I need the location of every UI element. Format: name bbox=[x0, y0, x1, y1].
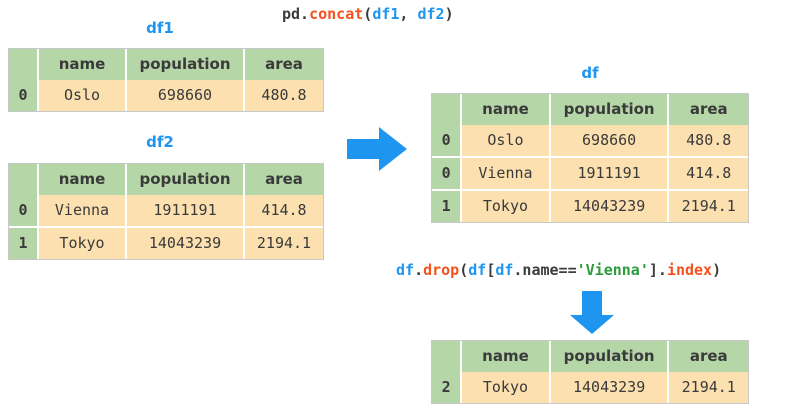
table-row: 0 Oslo 698660 480.8 bbox=[432, 125, 748, 158]
table-caption-df2: df2 bbox=[146, 133, 174, 151]
cell-area: 480.8 bbox=[245, 80, 323, 111]
cell-population: 698660 bbox=[127, 80, 245, 111]
table-caption-df1: df1 bbox=[146, 19, 174, 37]
code-token-var-4: df bbox=[468, 261, 487, 279]
cell-name: Vienna bbox=[39, 195, 127, 228]
code-token-plain-10: . bbox=[657, 261, 667, 279]
code-token-plain-6: ) bbox=[444, 5, 454, 23]
cell-population: 1911191 bbox=[550, 158, 670, 191]
table-header-row: name population area bbox=[432, 341, 748, 372]
column-header-population: population bbox=[127, 49, 245, 80]
table-row: 0 Vienna 1911191 414.8 bbox=[9, 195, 323, 228]
row-index: 0 bbox=[9, 80, 39, 111]
table-row: 0 Oslo 698660 480.8 bbox=[9, 80, 323, 111]
cell-population: 1911191 bbox=[127, 195, 245, 228]
column-header-name: name bbox=[39, 49, 127, 80]
column-header-index bbox=[432, 94, 463, 125]
code-token-plain-3: ( bbox=[459, 261, 469, 279]
table-row: 1 Tokyo 14043239 2194.1 bbox=[9, 228, 323, 259]
column-header-population: population bbox=[127, 164, 245, 195]
cell-area: 2194.1 bbox=[669, 191, 748, 222]
column-header-index bbox=[9, 49, 39, 80]
cell-population: 14043239 bbox=[550, 372, 670, 403]
code-token-plain-4: , bbox=[399, 5, 418, 23]
code-token-str-8: 'Vienna' bbox=[576, 261, 649, 279]
code-token-plain-2: ( bbox=[363, 5, 373, 23]
table-header-row: name population area bbox=[432, 94, 748, 125]
cell-area: 480.8 bbox=[669, 125, 748, 158]
row-index: 0 bbox=[9, 195, 39, 228]
column-header-population: population bbox=[550, 94, 670, 125]
cell-name: Tokyo bbox=[39, 228, 127, 259]
table-df2: name population area 0 Vienna 1911191 41… bbox=[8, 163, 324, 260]
code-token-var-5: df2 bbox=[417, 5, 445, 23]
code-token-var-6: df bbox=[495, 261, 514, 279]
cell-name: Tokyo bbox=[462, 372, 551, 403]
table-header-row: name population area bbox=[9, 49, 323, 80]
row-index: 0 bbox=[432, 158, 463, 191]
column-header-area: area bbox=[669, 94, 748, 125]
table-df1: name population area 0 Oslo 698660 480.8 bbox=[8, 48, 324, 112]
row-index: 1 bbox=[432, 191, 463, 222]
cell-population: 698660 bbox=[550, 125, 670, 158]
cell-name: Vienna bbox=[462, 158, 551, 191]
row-index: 1 bbox=[9, 228, 39, 259]
column-header-area: area bbox=[245, 49, 323, 80]
cell-population: 14043239 bbox=[550, 191, 670, 222]
column-header-population: population bbox=[550, 341, 670, 372]
column-header-area: area bbox=[245, 164, 323, 195]
table-caption-df: df bbox=[581, 64, 599, 82]
row-index: 2 bbox=[432, 372, 463, 403]
code-token-plain-5: [ bbox=[486, 261, 496, 279]
table-result: name population area 2 Tokyo 14043239 21… bbox=[431, 340, 749, 404]
column-header-name: name bbox=[462, 94, 551, 125]
column-header-index bbox=[9, 164, 39, 195]
code-token-plain-1: . bbox=[414, 261, 424, 279]
right-arrow-icon bbox=[347, 125, 409, 177]
code-token-fn-11: index bbox=[666, 261, 713, 279]
code-line-concat: pd.concat(df1, df2) bbox=[282, 5, 454, 23]
cell-name: Tokyo bbox=[462, 191, 551, 222]
code-token-plain-0: pd. bbox=[282, 5, 310, 23]
cell-population: 14043239 bbox=[127, 228, 245, 259]
table-header-row: name population area bbox=[9, 164, 323, 195]
column-header-name: name bbox=[39, 164, 127, 195]
column-header-area: area bbox=[669, 341, 748, 372]
row-index: 0 bbox=[432, 125, 463, 158]
down-arrow-icon bbox=[568, 291, 616, 339]
cell-area: 414.8 bbox=[245, 195, 323, 228]
code-token-var-3: df1 bbox=[372, 5, 400, 23]
code-token-fn-1: concat bbox=[309, 5, 364, 23]
cell-area: 414.8 bbox=[669, 158, 748, 191]
table-row: 2 Tokyo 14043239 2194.1 bbox=[432, 372, 748, 403]
code-token-plain-9: ] bbox=[648, 261, 658, 279]
table-row: 1 Tokyo 14043239 2194.1 bbox=[432, 191, 748, 222]
code-token-var-0: df bbox=[396, 261, 415, 279]
table-row: 0 Vienna 1911191 414.8 bbox=[432, 158, 748, 191]
column-header-name: name bbox=[462, 341, 551, 372]
cell-area: 2194.1 bbox=[245, 228, 323, 259]
cell-name: Oslo bbox=[462, 125, 551, 158]
code-token-fn-2: drop bbox=[423, 261, 460, 279]
code-token-plain-12: ) bbox=[712, 261, 722, 279]
column-header-index bbox=[432, 341, 463, 372]
cell-name: Oslo bbox=[39, 80, 127, 111]
table-df: name population area 0 Oslo 698660 480.8… bbox=[431, 93, 749, 223]
cell-area: 2194.1 bbox=[669, 372, 748, 403]
code-line-drop: df.drop(df[df.name=='Vienna'].index) bbox=[396, 261, 721, 279]
code-token-plain-7: .name== bbox=[513, 261, 577, 279]
